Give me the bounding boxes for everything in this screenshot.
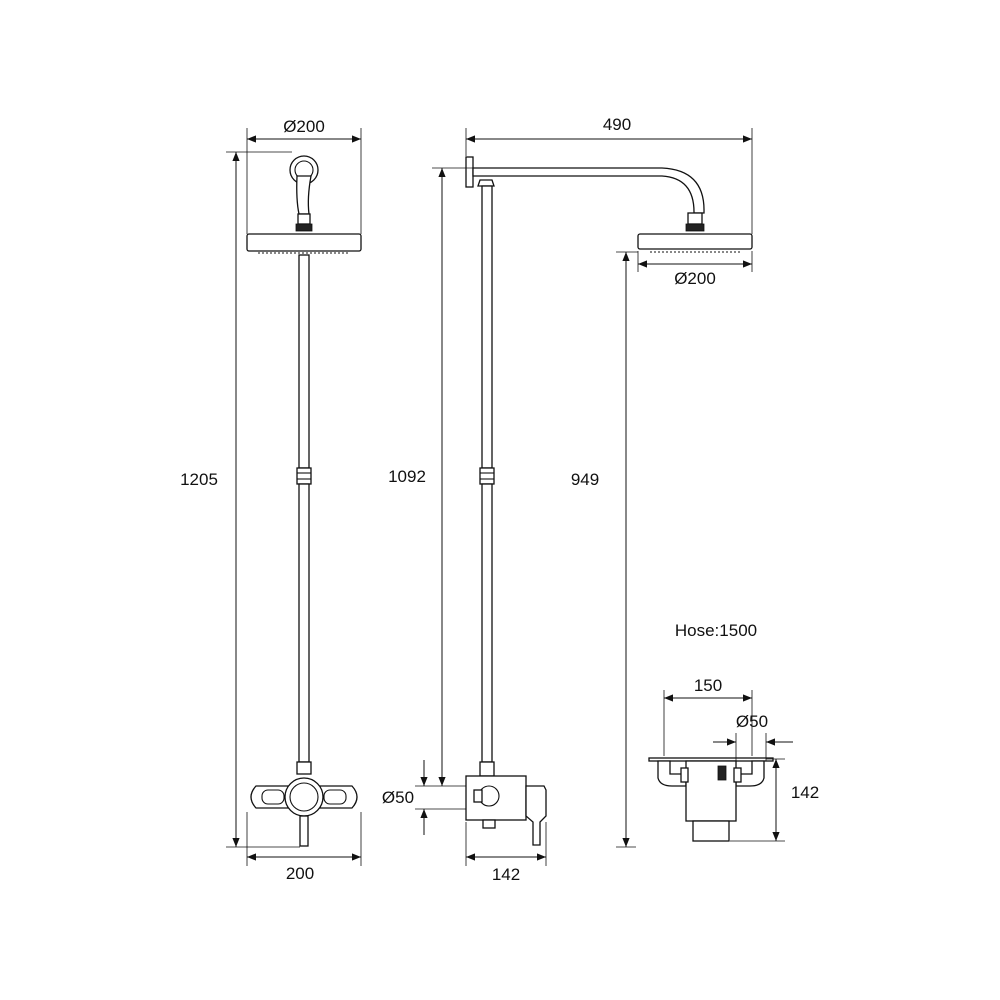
side-head-diameter-label: Ø200 [674, 269, 716, 288]
top-mixer-depth-label: 142 [791, 783, 819, 802]
front-head-connector [295, 223, 313, 232]
side-wall-plate [465, 156, 474, 188]
front-view: Ø200 1205 200 [180, 117, 362, 883]
side-shower-head [637, 233, 753, 250]
top-mixer-body [685, 760, 737, 822]
side-mixer-outlet [482, 819, 496, 829]
front-rail-lower [298, 483, 310, 763]
top-mixer-knob [692, 820, 730, 842]
side-head-connector [685, 223, 705, 232]
top-mixer-diameter-label: Ø50 [736, 712, 768, 731]
front-shower-arm [296, 175, 312, 215]
side-shower-arm [472, 167, 705, 214]
side-rail-top-bracket [477, 179, 495, 187]
side-arm-projection-label: 490 [603, 115, 631, 134]
hose-length-label: Hose:1500 [675, 621, 757, 640]
side-mixer-lever [525, 785, 547, 846]
front-head-diameter-label: Ø200 [283, 117, 325, 136]
side-rail-upper [481, 185, 493, 469]
side-mixer-diameter-label: Ø50 [382, 788, 414, 807]
mixer-top-view: Hose:1500 150 Ø50 142 [648, 621, 819, 842]
front-mixer-outlet [299, 815, 309, 847]
side-head-height-label: 949 [571, 470, 599, 489]
side-view: 490 1092 Ø50 142 Ø200 949 [382, 115, 753, 884]
front-rail-upper [298, 254, 310, 469]
front-right-handle [319, 785, 358, 809]
top-mixer-centres-label: 150 [694, 676, 722, 695]
front-total-height-label: 1205 [180, 470, 218, 489]
front-rail-joint [296, 467, 312, 485]
front-left-handle [250, 785, 289, 809]
side-rail-lower [481, 483, 493, 763]
front-shower-head [246, 233, 362, 252]
side-rail-joint [479, 467, 495, 485]
side-mixer-depth-label: 142 [492, 865, 520, 884]
front-mixer-body [284, 777, 324, 817]
front-mixer-width-label: 200 [286, 864, 314, 883]
side-rail-height-label: 1092 [388, 467, 426, 486]
